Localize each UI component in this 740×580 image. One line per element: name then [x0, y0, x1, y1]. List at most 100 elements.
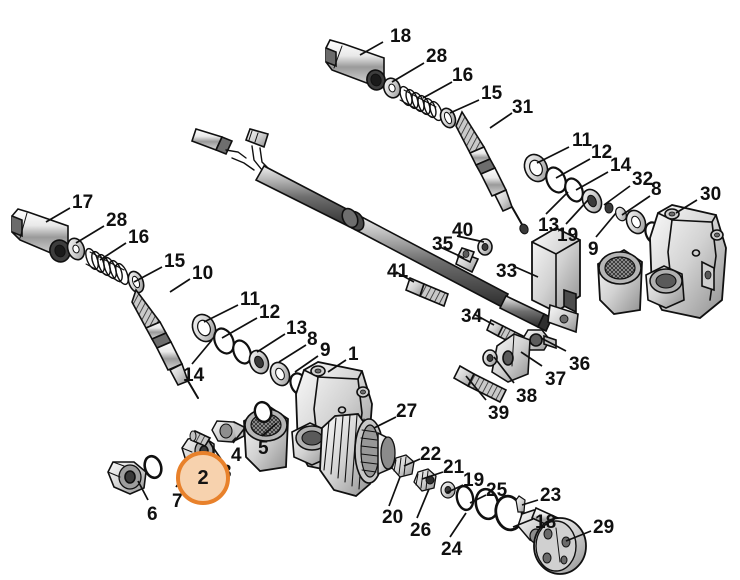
leader-line-10	[169, 278, 191, 293]
leader-line-9	[294, 355, 319, 373]
callout-label-13[interactable]: 13	[538, 215, 560, 236]
callout-label-10[interactable]: 10	[192, 263, 214, 284]
callout-label-15[interactable]: 15	[164, 251, 186, 272]
callout-label-31[interactable]: 31	[512, 97, 534, 118]
callout-label-9[interactable]: 9	[588, 239, 599, 260]
callout-label-39[interactable]: 39	[488, 403, 510, 424]
callout-label-38[interactable]: 38	[516, 386, 538, 407]
valve-body-30	[597, 204, 727, 319]
callout-label-34[interactable]: 34	[461, 306, 483, 327]
callout-label-41[interactable]: 41	[387, 261, 409, 282]
callout-label-32[interactable]: 32	[632, 169, 654, 190]
callout-label-16[interactable]: 16	[452, 65, 474, 86]
callout-label-11[interactable]: 11	[240, 289, 261, 310]
leader-line-37	[520, 351, 543, 367]
sleeve-3	[189, 429, 212, 448]
callout-label-19[interactable]: 19	[463, 470, 485, 491]
callout-label-26[interactable]: 26	[410, 520, 432, 541]
callout-label-33[interactable]: 33	[496, 261, 518, 282]
callout-label-40[interactable]: 40	[452, 220, 474, 241]
leader-line-28	[75, 225, 105, 244]
leader-line-32	[603, 185, 631, 206]
leader-line-20	[388, 476, 401, 507]
callout-label-27[interactable]: 27	[396, 401, 418, 422]
callout-label-11[interactable]: 11	[572, 130, 593, 151]
leader-line-16	[99, 242, 127, 261]
filter-27	[319, 413, 396, 497]
switch-33	[531, 226, 581, 334]
valve-stem-31	[455, 110, 529, 235]
callout-label-22[interactable]: 22	[420, 444, 442, 465]
callout-label-17[interactable]: 17	[72, 192, 94, 213]
callout-label-30[interactable]: 30	[700, 184, 722, 205]
leader-line-27	[373, 416, 397, 429]
callout-label-36[interactable]: 36	[569, 354, 591, 375]
leader-line-4	[232, 428, 245, 444]
callout-label-25[interactable]: 25	[486, 480, 508, 501]
pin-23	[515, 495, 526, 513]
oring-15-left	[127, 270, 145, 294]
callout-label-24[interactable]: 24	[441, 539, 463, 560]
callout-label-14[interactable]: 14	[183, 365, 205, 386]
bracket-37	[491, 333, 531, 383]
callout-label-8[interactable]: 8	[307, 329, 318, 350]
callout-label-20[interactable]: 20	[382, 507, 404, 528]
cable-harness	[190, 128, 554, 333]
ring-8-left	[269, 361, 291, 387]
spring-16-left	[85, 247, 129, 286]
callout-label-21[interactable]: 21	[443, 457, 465, 478]
callout-label-18[interactable]: 18	[390, 26, 412, 47]
leader-line-17	[45, 207, 71, 223]
washer-40	[477, 238, 493, 256]
leader-line-18	[359, 41, 384, 56]
washer-28-top	[382, 77, 402, 99]
washer-28-left	[66, 237, 86, 261]
callout-label-14[interactable]: 14	[610, 155, 632, 176]
callout-label-15[interactable]: 15	[481, 83, 503, 104]
callout-label-18[interactable]: 18	[535, 512, 557, 533]
nut-4	[211, 420, 245, 443]
leader-line-30	[675, 199, 698, 214]
leader-line-15	[449, 99, 480, 114]
callout-label-19[interactable]: 19	[557, 225, 579, 246]
bolt-39	[452, 364, 508, 404]
seal-13-left	[248, 349, 270, 375]
leader-line-18	[512, 518, 534, 528]
callout-label-12[interactable]: 12	[259, 302, 281, 323]
callout-label-28[interactable]: 28	[106, 210, 128, 231]
leader-line-34	[473, 313, 495, 326]
callout-label-13[interactable]: 13	[286, 318, 308, 339]
highlight-marker-2[interactable]: 2	[176, 451, 230, 505]
callout-label-7[interactable]: 7	[172, 491, 183, 512]
callout-label-6[interactable]: 6	[147, 504, 158, 525]
callout-label-35[interactable]: 35	[432, 234, 454, 255]
callout-label-37[interactable]: 37	[545, 369, 567, 390]
leader-line-9	[595, 212, 617, 238]
leader-line-28	[391, 62, 425, 83]
leader-line-29	[565, 530, 592, 542]
leader-line-6	[137, 480, 149, 501]
leader-line-8	[278, 344, 307, 363]
end-cap-17	[11, 208, 71, 263]
leader-line-12	[555, 158, 591, 179]
callout-label-29[interactable]: 29	[593, 517, 615, 538]
leader-line-33	[512, 265, 539, 278]
callout-label-12[interactable]: 12	[591, 142, 613, 163]
callout-label-5[interactable]: 5	[258, 438, 269, 459]
callout-label-9[interactable]: 9	[320, 340, 331, 361]
highlight-marker-label: 2	[197, 467, 209, 489]
leader-line-11	[203, 304, 239, 323]
callout-label-1[interactable]: 1	[348, 344, 359, 365]
callout-label-23[interactable]: 23	[540, 485, 562, 506]
leader-line-13	[545, 191, 569, 215]
callout-label-8[interactable]: 8	[651, 179, 662, 200]
callout-label-4[interactable]: 4	[231, 445, 242, 466]
fitting-21	[413, 468, 437, 492]
leader-line-26	[416, 488, 430, 519]
seal-19-right	[581, 188, 603, 214]
callout-label-16[interactable]: 16	[128, 227, 150, 248]
oring-14-left	[232, 339, 252, 365]
end-cap-18-top	[325, 39, 386, 91]
washer-38	[482, 349, 498, 367]
callout-label-28[interactable]: 28	[426, 46, 448, 67]
